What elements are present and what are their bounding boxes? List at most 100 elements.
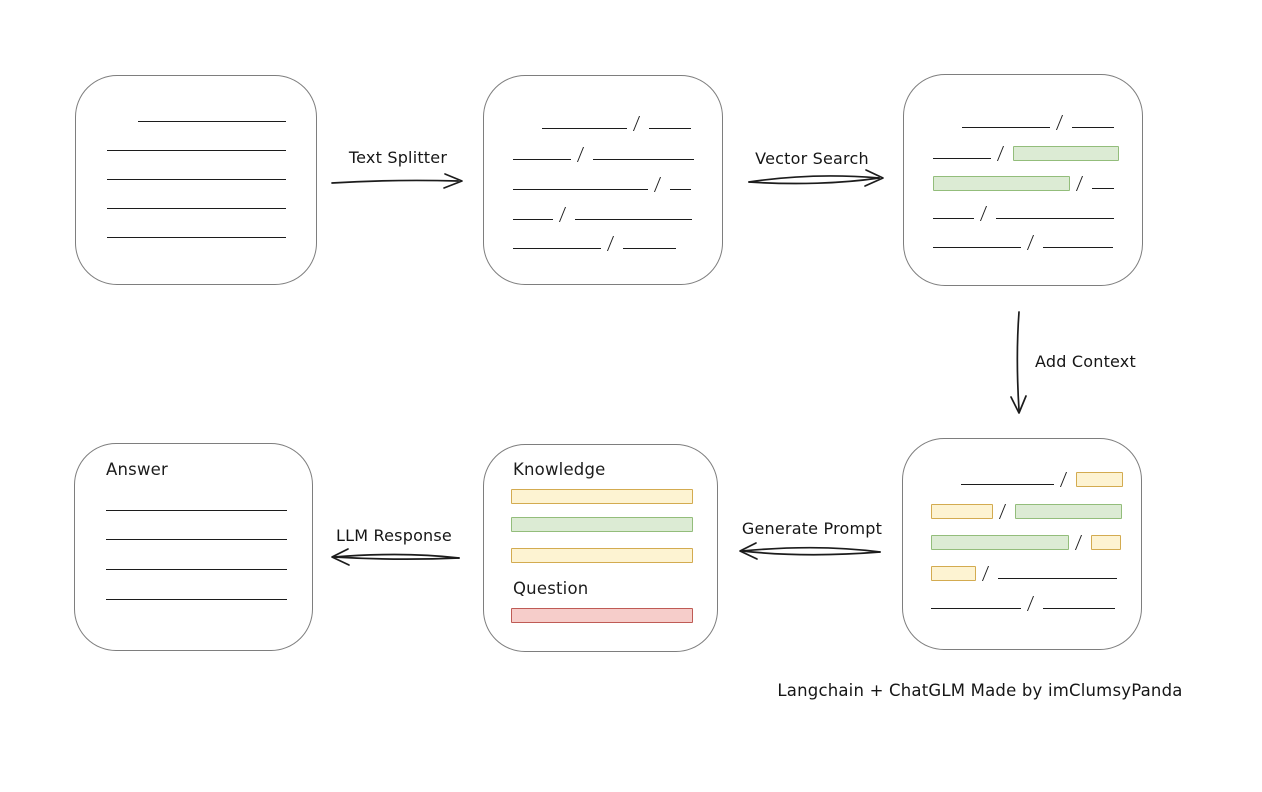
box-row [511,605,717,623]
slash-separator [979,206,991,221]
text-line [649,128,691,129]
text-line [513,248,601,249]
box-row [107,164,316,182]
slash-separator [576,147,588,162]
text-line [961,484,1054,485]
box-row [511,514,717,532]
box-row [931,593,1141,611]
box-row [107,222,316,240]
box-row [933,173,1142,191]
text-line [138,121,286,122]
yellow-highlight-rect [931,504,993,519]
slash-separator [996,146,1008,161]
red-highlight-rect [511,608,693,623]
generate-prompt-label: Generate Prompt [741,519,883,538]
slash-separator [1059,472,1071,487]
slash-separator [606,236,618,251]
box-row [961,469,1141,487]
text-splitter-label: Text Splitter [348,148,448,167]
green-highlight-rect [1013,146,1119,161]
text-line [931,608,1021,609]
box-row [511,486,717,504]
box-row [513,144,722,162]
box-row [931,563,1141,581]
box-row [513,204,722,222]
green-highlight-rect [931,535,1069,550]
text-line [998,578,1117,579]
box-row [106,554,312,572]
yellow-highlight-rect [511,489,693,504]
text-line [933,158,991,159]
llm-response-label: LLM Response [336,526,452,545]
box-row [933,203,1142,221]
text-line [623,248,676,249]
yellow-highlight-rect [1076,472,1123,487]
credit-caption: Langchain + ChatGLM Made by imClumsyPand… [777,681,1183,700]
green-highlight-rect [933,176,1070,191]
text-line [996,218,1114,219]
box-row [933,232,1142,250]
text-line [1072,127,1114,128]
text-line [107,179,286,180]
slash-separator [998,504,1010,519]
green-highlight-rect [1015,504,1122,519]
text-line [670,189,691,190]
add-context-label: Add Context [1035,352,1136,371]
box-row: Knowledge [513,459,717,479]
yellow-highlight-rect [1091,535,1121,550]
text-line [1043,608,1115,609]
text-line [106,599,287,600]
box-row [138,106,316,124]
text-line [962,127,1050,128]
slash-separator [981,566,993,581]
box-row [931,532,1141,550]
box-row [962,112,1142,130]
text-line [106,510,287,511]
text-line [107,237,286,238]
slash-separator [653,177,665,192]
text-line [1092,188,1114,189]
yellow-highlight-rect [511,548,693,563]
slash-separator [1074,535,1086,550]
text-splitter-arrow [331,173,463,189]
box-row: Answer [106,459,312,479]
llm-response-arrow [331,548,460,566]
answer-label: Answer [106,459,168,479]
vector-search-label: Vector Search [755,149,869,168]
slash-separator [1026,235,1038,250]
slash-separator [632,116,644,131]
text-line [513,189,648,190]
box-row [106,495,312,513]
source-document-box [75,75,317,285]
knowledge-label: Knowledge [513,459,606,479]
box-row [106,584,312,602]
text-line [106,539,287,540]
text-line [107,208,286,209]
box-row [106,524,312,542]
text-line [542,128,627,129]
text-line [513,159,571,160]
context-chunks-box [902,438,1142,650]
text-line [106,569,287,570]
split-chunks-box [483,75,723,285]
add-context-arrow [1010,311,1027,414]
slash-separator [1075,176,1087,191]
text-line [593,159,694,160]
box-row: Question [513,578,717,598]
box-row [513,233,722,251]
text-line [107,150,286,151]
question-label: Question [513,578,589,598]
text-line [933,218,974,219]
slash-separator [1055,115,1067,130]
box-row [931,501,1141,519]
box-row [511,545,717,563]
box-row [542,113,722,131]
slash-separator [558,207,570,222]
text-line [513,219,553,220]
text-line [575,219,692,220]
generate-prompt-arrow [739,542,881,560]
matched-chunks-box [903,74,1143,286]
green-highlight-rect [511,517,693,532]
